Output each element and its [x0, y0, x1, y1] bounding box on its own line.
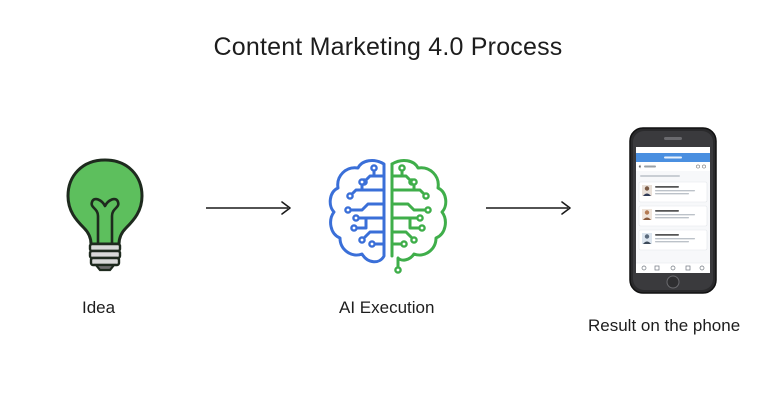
circuit-brain-icon	[328, 159, 448, 274]
lightbulb-icon	[66, 158, 144, 272]
flow-arrow-2	[484, 199, 574, 217]
step-ai-execution	[326, 156, 450, 274]
step-label-ai-execution: AI Execution	[339, 298, 435, 317]
step-result-phone	[628, 127, 718, 295]
smartphone-icon	[629, 127, 717, 294]
step-label-result: Result on the phone	[588, 316, 741, 335]
step-idea	[60, 156, 150, 276]
flow-arrow-1	[204, 199, 294, 217]
diagram-title: Content Marketing 4.0 Process	[213, 33, 563, 61]
step-label-idea: Idea	[82, 298, 116, 317]
